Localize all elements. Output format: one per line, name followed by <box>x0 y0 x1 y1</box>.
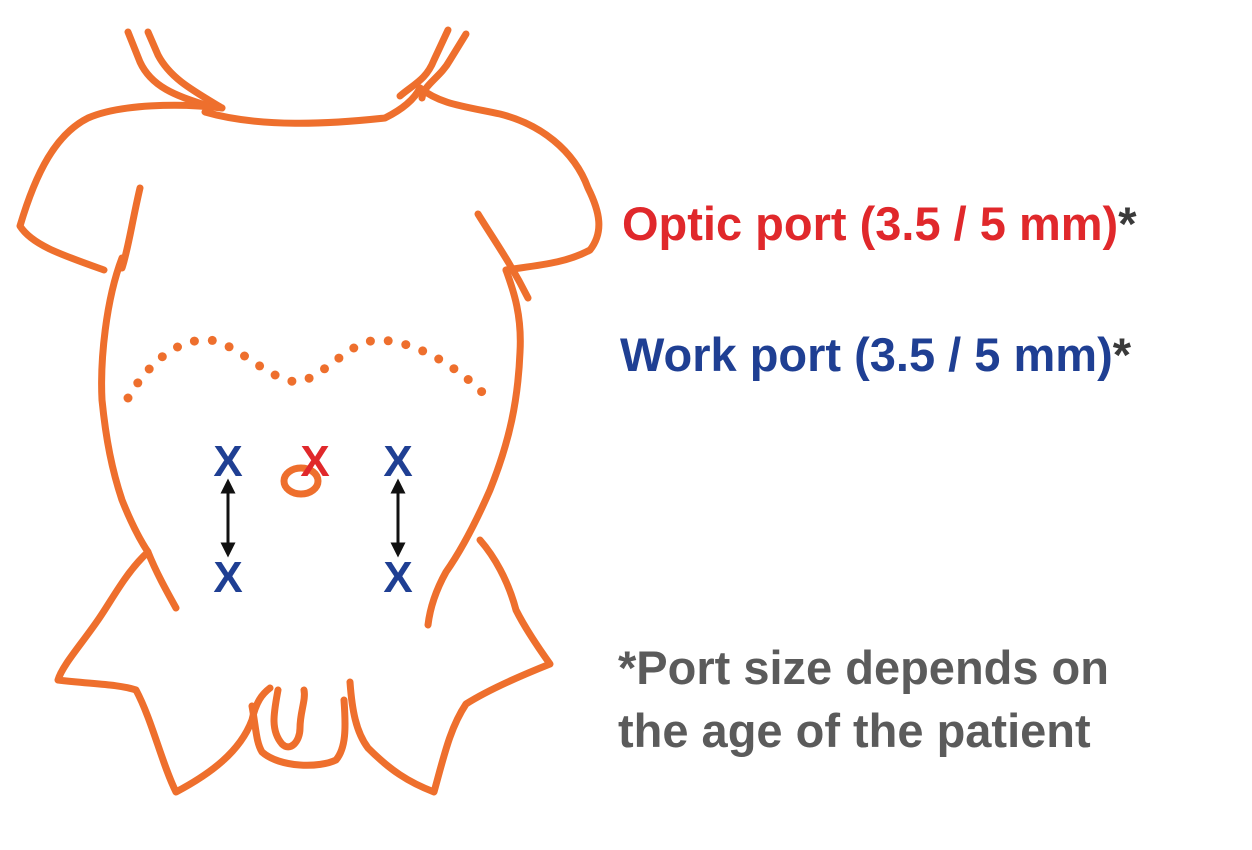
costal-margin-dot <box>173 342 182 352</box>
work-port-legend: Work port (3.5 / 5 mm)* <box>620 327 1131 382</box>
left-leg-outline <box>54 548 274 796</box>
costal-margin-dot <box>334 353 344 363</box>
costal-margin-dot <box>144 364 154 374</box>
neck-line <box>201 84 424 127</box>
costal-margin-dot <box>207 335 217 345</box>
costal-margin-dot <box>320 364 329 374</box>
costal-margin-dot <box>157 352 167 362</box>
genital-detail <box>270 686 308 751</box>
port-size-note-line-1: *Port size depends on <box>618 641 1109 694</box>
genital-outline <box>248 696 349 769</box>
left-arm-outer <box>124 28 209 109</box>
optic-port-label: Optic port (3.5 / 5 mm) <box>622 197 1119 250</box>
costal-margin-dot <box>189 336 199 346</box>
costal-margin-dot <box>123 393 133 403</box>
right-torso-side <box>424 266 524 629</box>
work-port-label: Work port (3.5 / 5 mm) <box>620 328 1113 381</box>
costal-margin-dot <box>255 361 265 371</box>
costal-margin-dot <box>401 340 411 350</box>
work-port-asterisk: * <box>1112 328 1132 381</box>
right-armpit-line <box>474 210 532 302</box>
costal-margin-dot <box>240 351 249 361</box>
left-torso-side <box>98 254 180 612</box>
costal-margin-dot <box>270 370 280 380</box>
right-arm-outer <box>396 26 452 100</box>
umbilicus <box>280 464 322 498</box>
left-arm-inner <box>144 28 226 112</box>
port-size-note-line-2: the age of the patient <box>618 704 1091 757</box>
costal-margin-dot <box>418 346 428 356</box>
costal-margin-dot <box>383 336 393 346</box>
work-port-mark-right-upper: X <box>383 437 412 486</box>
costal-margin-dot <box>133 378 143 388</box>
optic-port-legend: Optic port (3.5 / 5 mm)* <box>622 196 1136 251</box>
costal-margin-dot <box>434 354 444 364</box>
costal-margin-dot <box>463 375 473 384</box>
costal-margin-dot <box>287 376 297 386</box>
costal-margin-dotted-line <box>123 335 487 403</box>
costal-margin-dot <box>477 387 487 397</box>
work-port-mark-left-lower: X <box>213 553 242 602</box>
optic-port-asterisk: * <box>1118 197 1137 250</box>
costal-margin-dot <box>349 343 359 353</box>
costal-margin-dot <box>449 364 459 374</box>
left-shoulder-outline <box>16 101 226 274</box>
costal-margin-dot <box>224 342 234 352</box>
right-leg-outline <box>346 536 554 796</box>
work-port-mark-left-upper: X <box>213 437 242 486</box>
right-shoulder-outline <box>416 84 603 274</box>
costal-margin-dot <box>304 373 314 383</box>
optic-port-mark: X <box>300 437 329 486</box>
costal-margin-dot <box>365 336 375 346</box>
work-port-mark-right-lower: X <box>383 553 412 602</box>
